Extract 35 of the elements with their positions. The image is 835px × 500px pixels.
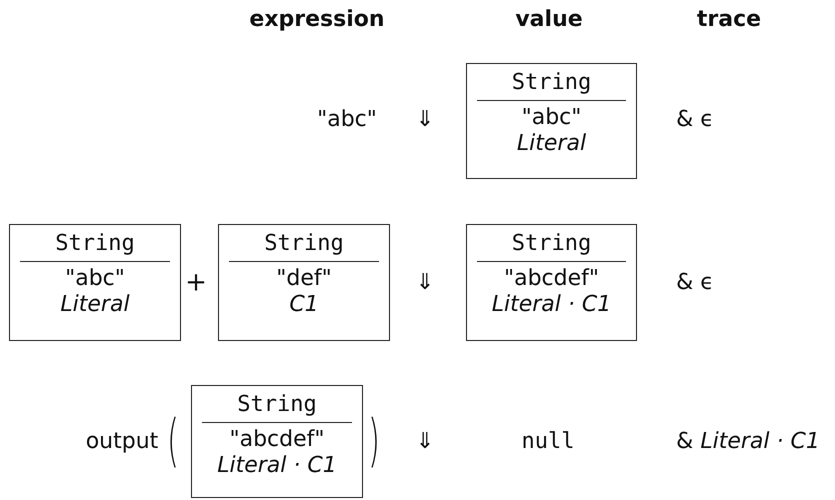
type-name: String <box>512 231 592 256</box>
value-text: "abcdef" <box>504 266 600 292</box>
trace-text: C1 <box>289 292 319 317</box>
value-box <box>466 63 637 179</box>
value-box <box>191 385 363 498</box>
column-header: expression <box>249 8 385 32</box>
parenthesis: ( <box>167 410 179 474</box>
trace-text: Literal · C1 <box>492 292 612 317</box>
evaluates-to-symbol: ⇓ <box>416 430 434 454</box>
trace-text: Literal <box>60 292 130 317</box>
evaluates-to-symbol: ⇓ <box>416 108 434 132</box>
value-box <box>9 224 181 341</box>
value-text: "abc" <box>65 266 125 292</box>
value-text: "abc" <box>522 105 582 131</box>
type-name: String <box>237 392 317 418</box>
parenthesis: ) <box>368 410 380 474</box>
value-text: "abcdef" <box>229 427 325 453</box>
null-value: null <box>522 430 574 454</box>
trace-text: & Literal · C1 <box>676 430 820 454</box>
value-text: "def" <box>276 266 332 292</box>
trace-text: & ϵ <box>676 108 714 132</box>
evaluates-to-symbol: ⇓ <box>416 270 434 296</box>
expression-text: "abc" <box>317 108 377 132</box>
type-name: String <box>264 231 344 256</box>
trace-text: & ϵ <box>676 270 714 296</box>
value-box <box>466 224 637 341</box>
trace-text: Literal <box>516 130 586 156</box>
column-header: value <box>515 8 583 32</box>
type-name: String <box>512 70 592 96</box>
column-header: trace <box>696 8 762 32</box>
plus-sign: + <box>185 268 207 298</box>
function-name: output <box>86 430 158 454</box>
type-name: String <box>55 231 135 256</box>
value-box <box>218 224 390 341</box>
trace-text: Literal · C1 <box>217 452 337 478</box>
